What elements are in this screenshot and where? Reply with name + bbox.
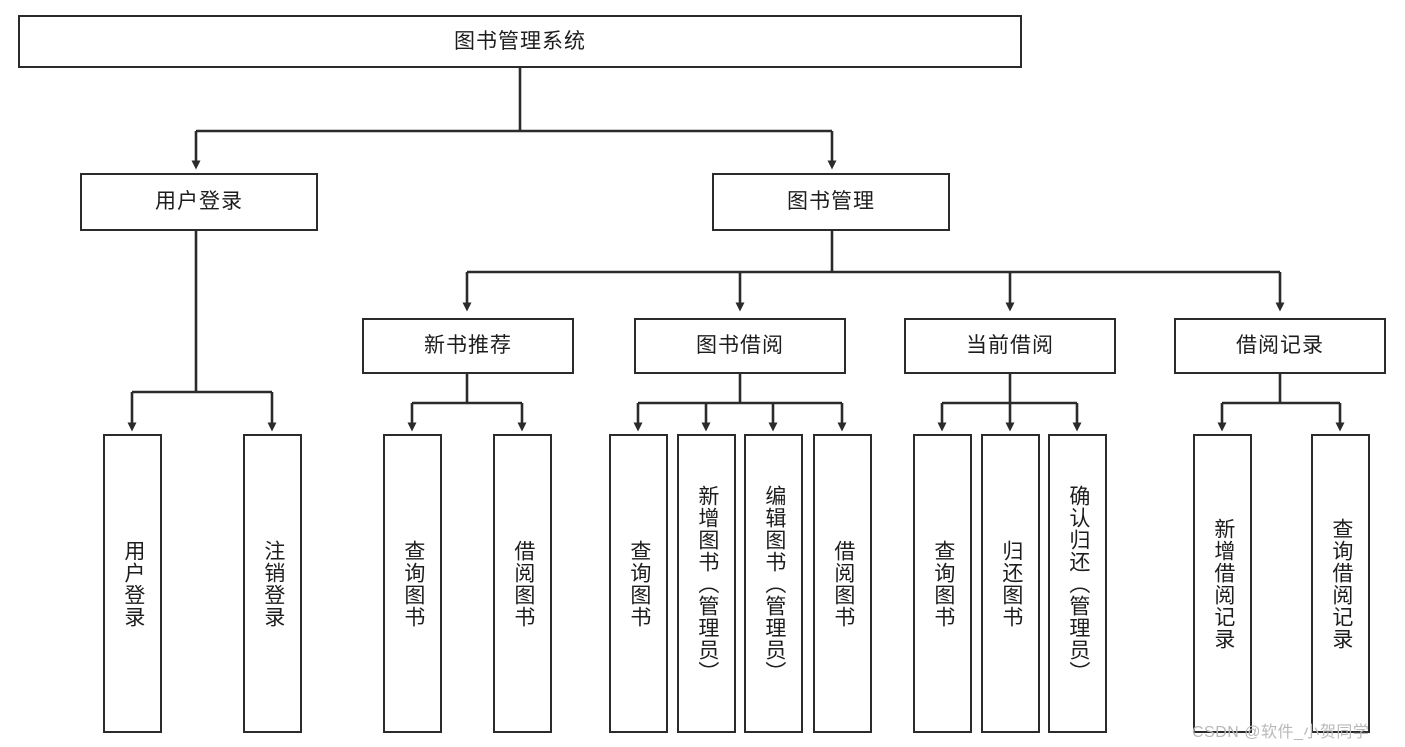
leaf-book-borrow-2[interactable]: 编辑图书（管理员） — [744, 434, 803, 733]
node-book-manage-label: 图书管理 — [787, 190, 875, 214]
node-new-book-rec[interactable]: 新书推荐 — [362, 318, 574, 374]
node-book-borrow-label: 图书借阅 — [696, 334, 784, 358]
node-borrow-record-label: 借阅记录 — [1236, 334, 1324, 358]
leaf-label: 借阅图书 — [831, 539, 855, 628]
leaf-label: 借阅图书 — [511, 539, 535, 628]
leaf-new-book-rec-1[interactable]: 借阅图书 — [493, 434, 552, 733]
leaf-book-borrow-1[interactable]: 新增图书（管理员） — [677, 434, 736, 733]
leaf-new-book-rec-0[interactable]: 查询图书 — [383, 434, 442, 733]
watermark: CSDN @软件_小贺同学 — [1192, 724, 1370, 741]
node-root-label: 图书管理系统 — [454, 29, 586, 53]
leaf-user-login-1[interactable]: 注销登录 — [243, 434, 302, 733]
node-book-manage[interactable]: 图书管理 — [712, 173, 950, 231]
node-borrow-record[interactable]: 借阅记录 — [1174, 318, 1386, 374]
node-book-borrow[interactable]: 图书借阅 — [634, 318, 846, 374]
node-root[interactable]: 图书管理系统 — [18, 15, 1022, 68]
leaf-user-login-0[interactable]: 用户登录 — [103, 434, 162, 733]
leaf-borrow-record-0[interactable]: 新增借阅记录 — [1193, 434, 1252, 733]
leaf-current-borrow-0[interactable]: 查询图书 — [913, 434, 972, 733]
node-user-login-label: 用户登录 — [155, 190, 243, 214]
leaf-label: 查询借阅记录 — [1329, 517, 1353, 650]
node-current-borrow-label: 当前借阅 — [966, 334, 1054, 358]
node-new-book-rec-label: 新书推荐 — [424, 334, 512, 358]
leaf-label: 用户登录 — [121, 539, 145, 628]
leaf-label: 新增借阅记录 — [1211, 517, 1235, 650]
leaf-borrow-record-1[interactable]: 查询借阅记录 — [1311, 434, 1370, 733]
leaf-label: 归还图书 — [999, 539, 1023, 628]
leaf-label: 新增图书（管理员） — [695, 484, 719, 683]
leaf-current-borrow-2[interactable]: 确认归还（管理员） — [1048, 434, 1107, 733]
leaf-label: 查询图书 — [401, 539, 425, 628]
leaf-book-borrow-0[interactable]: 查询图书 — [609, 434, 668, 733]
leaf-current-borrow-1[interactable]: 归还图书 — [981, 434, 1040, 733]
node-user-login[interactable]: 用户登录 — [80, 173, 318, 231]
leaf-book-borrow-3[interactable]: 借阅图书 — [813, 434, 872, 733]
leaf-label: 确认归还（管理员） — [1066, 484, 1090, 683]
leaf-label: 查询图书 — [627, 539, 651, 628]
leaf-label: 注销登录 — [261, 539, 285, 628]
leaf-label: 编辑图书（管理员） — [762, 484, 786, 683]
node-current-borrow[interactable]: 当前借阅 — [904, 318, 1116, 374]
leaf-label: 查询图书 — [931, 539, 955, 628]
